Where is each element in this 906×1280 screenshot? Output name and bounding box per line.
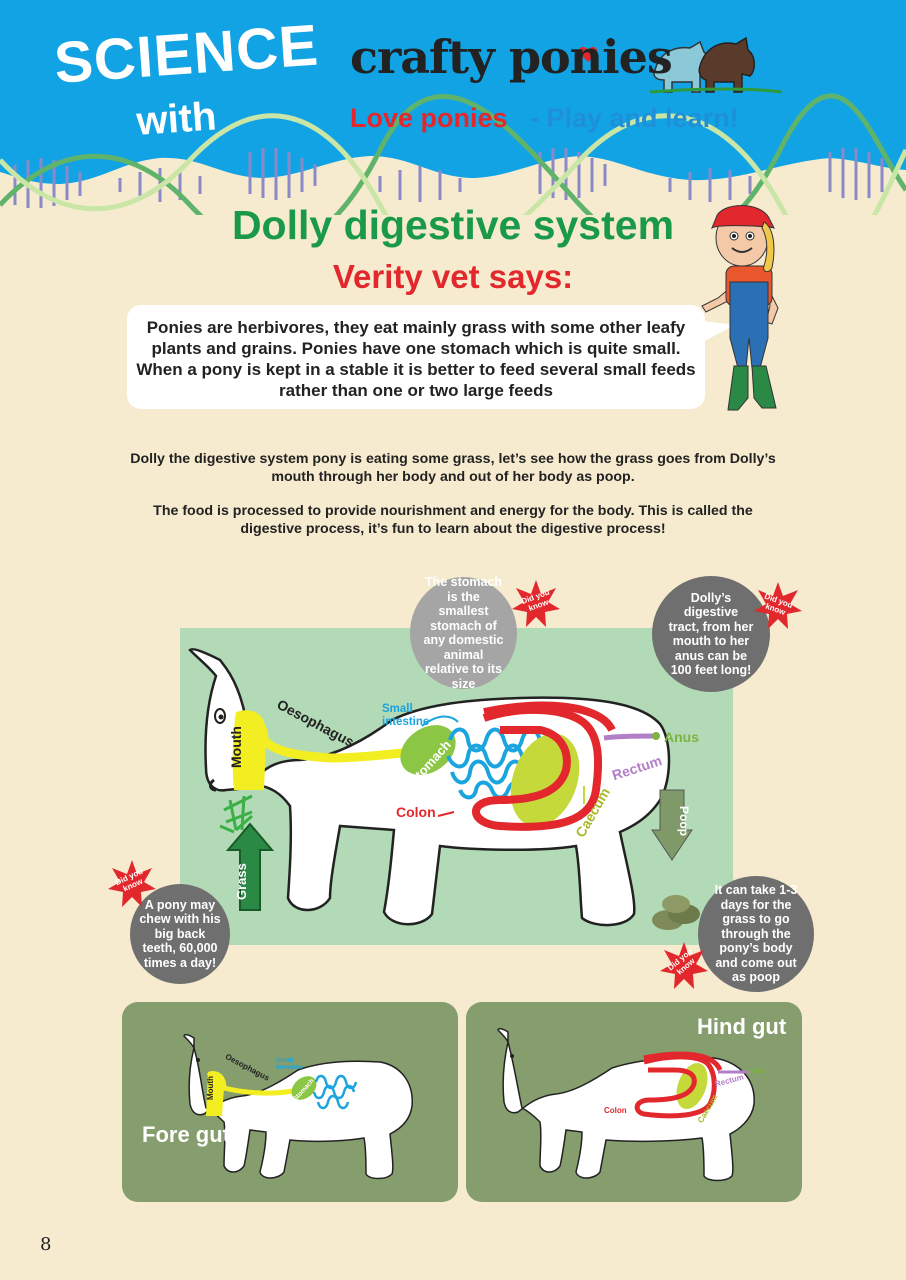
label-anus: Anus — [664, 729, 699, 745]
small-intestine-loops — [446, 727, 542, 800]
label-colon: Colon — [396, 804, 436, 820]
tagline-play-learn: - Play and learn! — [530, 103, 739, 133]
brand-logo-text: crafty ponies — [350, 30, 673, 84]
label-small-intestine: Small intestine — [382, 703, 430, 728]
page-title: Dolly digestive system — [231, 202, 675, 248]
grass-tuft-icon — [219, 794, 253, 834]
dna-helix-decoration — [0, 93, 906, 215]
pony-digestive-diagram — [188, 648, 700, 930]
heart-icon — [578, 47, 598, 62]
fact-stomach-text: The stomach is the smallest stomach of a… — [423, 575, 504, 691]
page-number: 8 — [40, 1234, 52, 1255]
intro-paragraph-1: Dolly the digestive system pony is eatin… — [130, 451, 776, 485]
speech-bubble — [127, 305, 705, 409]
hind-gut-label-anus: Anus — [746, 1068, 764, 1075]
vet-speech-text: Ponies are herbivores, they eat mainly g… — [136, 318, 696, 400]
fact-chew-text: A pony may chew with his big back teeth,… — [139, 897, 221, 970]
hind-gut-pony-diagram — [497, 1027, 755, 1182]
did-you-know-badge-star-icon — [660, 942, 708, 989]
page-subtitle: Verity vet says: — [332, 258, 574, 295]
poop-pile-icon — [652, 895, 700, 930]
label-mouth: Mouth — [228, 726, 244, 768]
label-poop: Poop — [677, 806, 691, 836]
label-grass: Grass — [234, 863, 249, 900]
fore-gut-pony-diagram — [183, 1033, 413, 1180]
with-heading: with — [135, 94, 218, 144]
speech-bubble-tail — [695, 320, 735, 346]
fact-circle-stomach: The stomach is the smallest stomach of a… — [410, 575, 517, 691]
verity-vet-character — [701, 205, 779, 411]
hind-gut-title: Hind gut — [697, 1014, 787, 1039]
fact-tract-text: Dolly’s digestive tract, from her mouth … — [668, 590, 754, 678]
fact-circle-tract: Dolly’s digestive tract, from her mouth … — [652, 576, 770, 692]
header-banner — [0, 0, 906, 215]
did-you-know-badge-star-icon — [108, 860, 156, 907]
fact-circle-days: It can take 1-3 days for the grass to go… — [698, 876, 814, 992]
did-you-know-badge-star-icon — [754, 582, 802, 629]
logo-ponies-icon — [578, 36, 783, 94]
did-you-know-badge-star-icon — [512, 580, 560, 627]
intro-paragraph-2: The food is processed to provide nourish… — [153, 503, 753, 537]
fore-gut-label-mouth: Mouth — [206, 1076, 215, 1100]
colon-tube — [472, 705, 603, 831]
fore-gut-title: Fore gut — [142, 1122, 230, 1147]
hind-gut-label-colon: Colon — [604, 1106, 627, 1115]
fact-days-text: It can take 1-3 days for the grass to go… — [714, 883, 798, 985]
fact-circle-chew: A pony may chew with his big back teeth,… — [130, 884, 230, 984]
fore-gut-label-small-intestine: Small intestine — [276, 1057, 303, 1071]
tagline-love-ponies: Love ponies — [350, 103, 508, 133]
